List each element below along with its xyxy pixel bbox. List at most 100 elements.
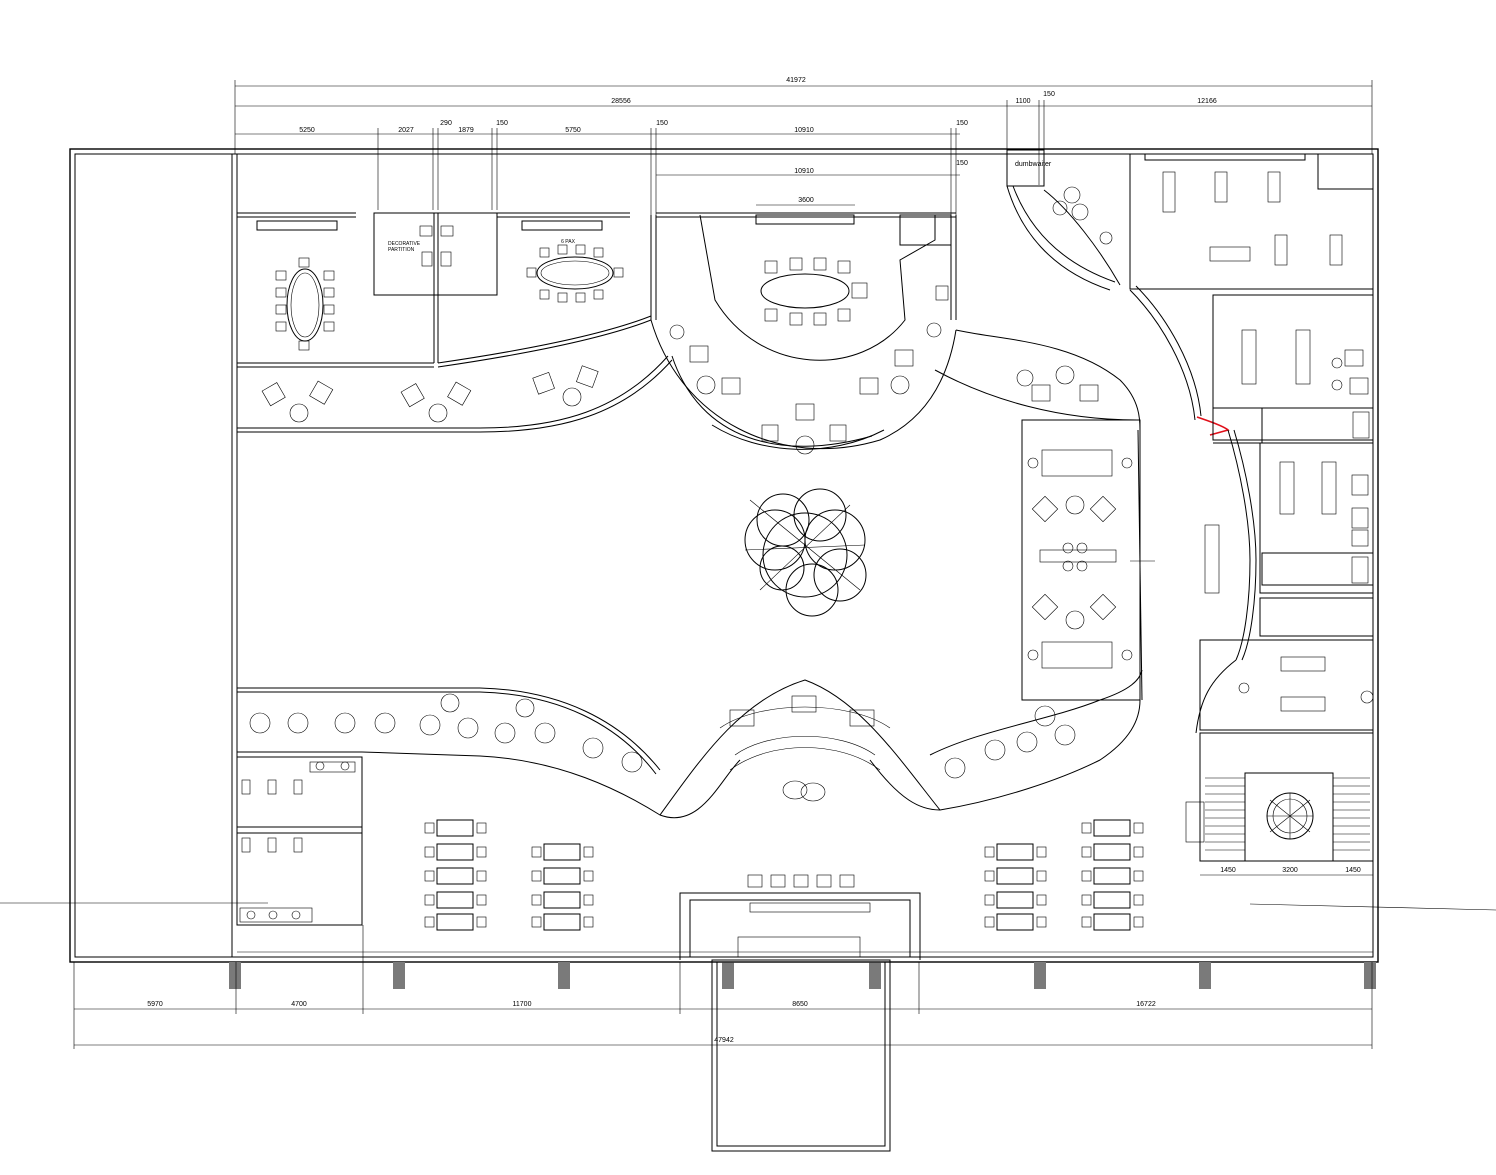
dining-chair	[1081, 894, 1092, 906]
dining-chair	[1036, 870, 1047, 882]
boardroom-lounge	[650, 319, 957, 455]
stair-dim-1: 1450	[1220, 867, 1236, 874]
dim-top-dumbwaiter: 1100	[1015, 98, 1030, 105]
dining-chair	[1133, 822, 1144, 834]
dining-chair	[476, 916, 487, 928]
dining-table	[436, 819, 474, 837]
dining-chair	[424, 822, 435, 834]
dining-chair	[424, 894, 435, 906]
dining-table	[996, 867, 1034, 885]
dumbwaiter-label: dumbwaiter	[1015, 161, 1052, 168]
partition-label-2: PARTITION	[388, 247, 415, 253]
meeting-room-six-seat: 6 PAX	[497, 212, 630, 303]
dumbwaiter-shaft: dumbwaiter	[1006, 149, 1052, 187]
dining-chair	[531, 894, 542, 906]
dining-chair	[531, 870, 542, 882]
red-door-swing	[1196, 416, 1230, 436]
dim-inner-gap: 150	[956, 160, 968, 167]
dining-chair	[1036, 916, 1047, 928]
dim-bottom-1: 5970	[147, 1001, 163, 1008]
dim-seg-8: 10910	[794, 127, 814, 134]
dining-table	[436, 843, 474, 861]
dim-seg-1: 5250	[299, 127, 315, 134]
dining-chair	[476, 822, 487, 834]
dining-table	[436, 891, 474, 909]
dim-table-width: 3600	[798, 197, 814, 204]
dim-seg-5: 150	[496, 120, 508, 127]
dim-seg-2: 2027	[398, 127, 414, 134]
dining-chair	[1036, 846, 1047, 858]
dining-table	[996, 843, 1034, 861]
dining-table	[1093, 913, 1131, 931]
dining-chair	[984, 870, 995, 882]
dining-chair	[476, 846, 487, 858]
dining-chair	[1133, 870, 1144, 882]
reception-curve	[1006, 185, 1230, 436]
dining-table	[1093, 867, 1131, 885]
dim-inner-span: 10910	[794, 168, 814, 175]
dim-bottom-4: 8650	[792, 1001, 808, 1008]
dining-chair	[984, 894, 995, 906]
central-feature	[744, 488, 867, 617]
restroom-core-south	[236, 756, 363, 926]
partition-label-1: DECORATIVE	[388, 241, 421, 247]
meeting-room-west	[237, 212, 434, 368]
dining-chair	[531, 846, 542, 858]
dining-chair	[1081, 916, 1092, 928]
dining-chair	[984, 916, 995, 928]
dining-chair	[984, 846, 995, 858]
dining-table	[1093, 819, 1131, 837]
spa-rooms	[1129, 153, 1374, 731]
dining-table	[543, 913, 581, 931]
dim-bottom-2: 4700	[291, 1001, 307, 1008]
dining-chair	[583, 916, 594, 928]
dim-top-gap: 150	[1043, 91, 1055, 98]
dining-table	[436, 913, 474, 931]
dining-chair	[476, 870, 487, 882]
dining-table	[996, 913, 1034, 931]
dining-chair	[424, 846, 435, 858]
restroom-core-north: DECORATIVE PARTITION	[373, 212, 498, 363]
section-line-right	[1249, 903, 1496, 911]
dining-chair	[1133, 916, 1144, 928]
dim-seg-9: 150	[956, 120, 968, 127]
table-tag-label: 6 PAX	[561, 239, 575, 245]
stair-core: 1450 3200 1450	[1185, 732, 1374, 876]
top-dimension-lines: 41972 28556 1100 150 12166 5250 2027 290…	[234, 77, 1373, 215]
spa-restrooms	[1261, 153, 1374, 586]
dining-table	[436, 867, 474, 885]
dining-table	[543, 867, 581, 885]
bar-counter	[679, 874, 921, 960]
dining-chair	[1133, 894, 1144, 906]
dim-top-overall: 41972	[786, 77, 806, 84]
dining-chair	[424, 870, 435, 882]
dining-table	[1093, 843, 1131, 861]
dining-chair	[1081, 846, 1092, 858]
entrance-projection	[711, 959, 891, 1152]
dim-seg-6: 5750	[565, 127, 581, 134]
boardroom	[650, 212, 957, 361]
dining-chair	[1133, 846, 1144, 858]
dining-chair	[583, 894, 594, 906]
stair-dim-3: 1450	[1345, 867, 1361, 874]
bottom-dimension-lines: 5970 4700 11700 8650 16722 47942	[73, 925, 1373, 1049]
dim-bottom-3: 11700	[513, 1001, 532, 1008]
dining-area	[424, 819, 1144, 931]
dim-bottom-5: 16722	[1136, 1001, 1156, 1008]
dining-table	[543, 891, 581, 909]
dining-table	[1093, 891, 1131, 909]
dining-chair	[476, 894, 487, 906]
outer-walls	[69, 148, 1379, 963]
east-lounge	[934, 329, 1155, 701]
dining-chair	[1036, 894, 1047, 906]
stair-dim-2: 3200	[1282, 867, 1298, 874]
dining-chair	[1081, 870, 1092, 882]
north-corridor	[237, 315, 673, 433]
dim-seg-3: 290	[440, 120, 452, 127]
dim-bottom-overall: 47942	[714, 1037, 734, 1044]
dining-chair	[531, 916, 542, 928]
east-corridor	[1195, 429, 1257, 734]
south-lounge	[237, 669, 1143, 819]
dining-chair	[1081, 822, 1092, 834]
